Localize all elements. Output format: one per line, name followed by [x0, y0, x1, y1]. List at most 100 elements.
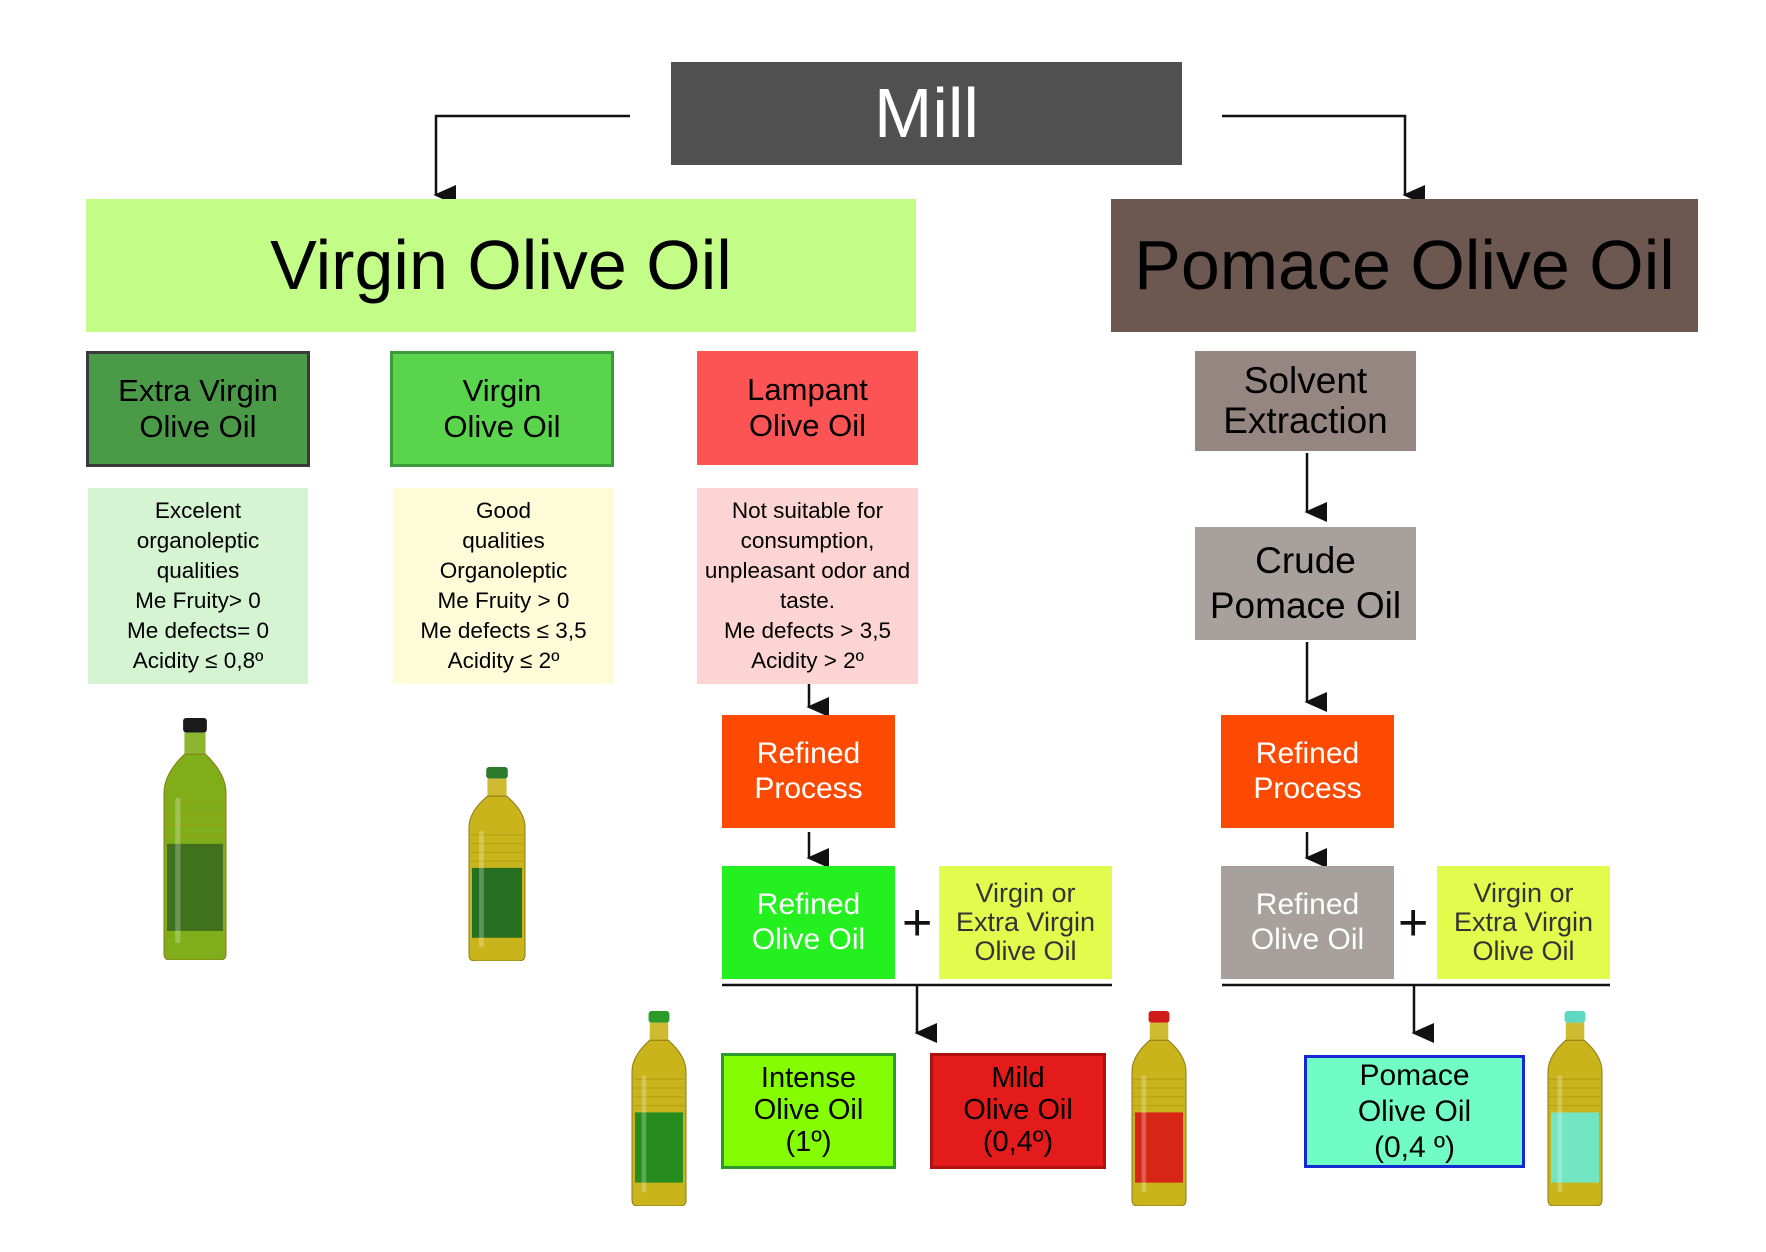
pomace-blend-line3: Olive Oil	[1472, 936, 1575, 967]
virgin-bottle	[468, 767, 526, 961]
bottle-cap	[648, 1011, 670, 1023]
lampant-title-line1: Lampant	[747, 372, 868, 408]
desc-line: Organoleptic	[439, 558, 568, 583]
bottle-highlight	[1141, 1075, 1147, 1193]
bottle-label	[635, 1112, 683, 1183]
extra-virgin-title-line1: Extra Virgin	[118, 373, 278, 409]
desc-line: organoleptic	[136, 528, 260, 553]
virgin-title-line1: Virgin	[462, 373, 542, 409]
mill-to-pomace-arrow	[1222, 114, 1425, 205]
virgin-olive-oil-box: Virgin Olive Oil	[86, 199, 916, 332]
bottle-neck	[649, 1022, 669, 1041]
pomace-refined-process-box: Refined Process	[1221, 715, 1394, 828]
desc-line: Acidity ≤ 2º	[447, 648, 560, 673]
crude-pomace-oil-box: Crude Pomace Oil	[1195, 527, 1416, 640]
pomace-refined-olive-oil-box: Refined Olive Oil	[1221, 866, 1394, 979]
mild-line3: (0,4º)	[982, 1125, 1054, 1158]
intense-bottle	[631, 1011, 687, 1206]
desc-line: Me defects > 3,5	[724, 618, 891, 643]
bottle-label	[1135, 1112, 1183, 1183]
desc-line: Me defects ≤ 3,5	[420, 618, 587, 643]
pomace-olive-oil-final-box: Pomace Olive Oil (0,4 º)	[1304, 1055, 1525, 1168]
blend-pomace-box: Virgin or Extra Virgin Olive Oil	[1437, 866, 1610, 979]
pomace-process-line2: Process	[1253, 771, 1362, 805]
desc-line: qualities	[156, 558, 240, 583]
blend-line3: Olive Oil	[974, 936, 1077, 967]
refined-olive-oil-line2: Olive Oil	[751, 922, 866, 956]
desc-line: Good	[475, 498, 532, 523]
crude-line2: Pomace Oil	[1209, 584, 1402, 626]
plus-sign: +	[1398, 894, 1429, 952]
bottle-neck	[1149, 1022, 1169, 1041]
pomace-final-line1: Pomace	[1359, 1058, 1470, 1092]
bottle-neck	[184, 732, 206, 755]
refined-olive-oil-line1: Refined	[756, 888, 861, 921]
blend-virgin-box: Virgin or Extra Virgin Olive Oil	[939, 866, 1112, 979]
extra-virgin-box: Extra Virgin Olive Oil	[86, 351, 310, 467]
intense-line3: (1º)	[785, 1125, 832, 1158]
bottle-highlight	[641, 1075, 647, 1193]
pomace-olive-oil-box: Pomace Olive Oil	[1111, 199, 1698, 332]
pomace-refined-line2: Olive Oil	[1250, 922, 1365, 956]
virgin-olive-oil-label: Virgin Olive Oil	[270, 226, 732, 305]
desc-line: Excelent	[154, 498, 242, 523]
lampant-box: Lampant Olive Oil	[697, 351, 918, 465]
lampant-title-line2: Olive Oil	[748, 408, 867, 443]
desc-line: Not suitable for	[731, 498, 884, 523]
mild-line1: Mild	[991, 1062, 1045, 1095]
bottle-cap	[1564, 1011, 1586, 1023]
bottle-highlight	[479, 831, 484, 948]
mill-box: Mill	[671, 62, 1182, 165]
extra-virgin-bottle	[163, 718, 227, 960]
desc-line: Me Fruity> 0	[135, 588, 261, 613]
bottle-highlight	[175, 797, 181, 944]
virgin-desc: Good qualities Organoleptic Me Fruity > …	[393, 488, 614, 684]
desc-line: Me defects= 0	[127, 618, 269, 643]
blend-line2: Extra Virgin	[955, 906, 1096, 937]
desc-line: taste.	[779, 588, 836, 613]
intense-olive-oil-box: Intense Olive Oil (1º)	[721, 1053, 896, 1169]
extra-virgin-title-line2: Olive Oil	[139, 409, 257, 444]
extra-virgin-desc: Excelent organoleptic qualities Me Fruit…	[88, 488, 308, 684]
plus-sign: +	[902, 894, 933, 952]
refined-olive-oil-box: Refined Olive Oil	[722, 866, 895, 979]
pomace-olive-oil-label: Pomace Olive Oil	[1134, 226, 1675, 305]
bottle-label	[1551, 1112, 1599, 1183]
bottle-cap	[183, 718, 207, 733]
pomace-blend-line1: Virgin or	[1473, 877, 1574, 908]
bottle-neck	[1565, 1022, 1585, 1041]
mill-to-virgin-arrow	[433, 114, 630, 205]
desc-line: qualities	[462, 528, 545, 553]
crude-line1: Crude	[1255, 540, 1356, 582]
desc-line: Acidity > 2º	[751, 648, 864, 673]
pomace-process-line1: Refined	[1255, 737, 1360, 770]
virgin-box: Virgin Olive Oil	[390, 351, 614, 467]
pomace-refined-line1: Refined	[1255, 888, 1360, 921]
blend-line1: Virgin or	[975, 877, 1076, 908]
mill-label: Mill	[874, 74, 979, 153]
virgin-title-line2: Olive Oil	[443, 409, 561, 444]
mild-bottle	[1131, 1011, 1187, 1206]
lampant-desc: Not suitable for consumption, unpleasant…	[697, 488, 918, 684]
pomace-final-line2: Olive Oil	[1357, 1094, 1472, 1128]
bottle-label	[167, 843, 223, 931]
bottle-highlight	[1557, 1075, 1563, 1193]
bottle-neck	[487, 778, 507, 797]
bottle-cap	[1148, 1011, 1170, 1023]
intense-line1: Intense	[760, 1062, 857, 1095]
solvent-line1: Solvent	[1243, 360, 1368, 402]
pomace-final-line3: (0,4 º)	[1374, 1130, 1455, 1164]
refined-process-line1: Refined	[756, 737, 861, 770]
mild-olive-oil-box: Mild Olive Oil (0,4º)	[930, 1053, 1106, 1169]
desc-line: Me Fruity > 0	[437, 588, 570, 613]
desc-line: Acidity ≤ 0,8º	[132, 648, 264, 673]
desc-line: consumption,	[740, 528, 875, 553]
pomace-blend-line2: Extra Virgin	[1453, 906, 1594, 937]
mild-line2: Olive Oil	[963, 1094, 1073, 1127]
solvent-extraction-box: Solvent Extraction	[1195, 351, 1416, 451]
bottle-label	[472, 867, 522, 938]
pomace-bottle	[1547, 1011, 1603, 1206]
intense-line2: Olive Oil	[753, 1094, 864, 1127]
refined-process-line2: Process	[754, 771, 863, 805]
